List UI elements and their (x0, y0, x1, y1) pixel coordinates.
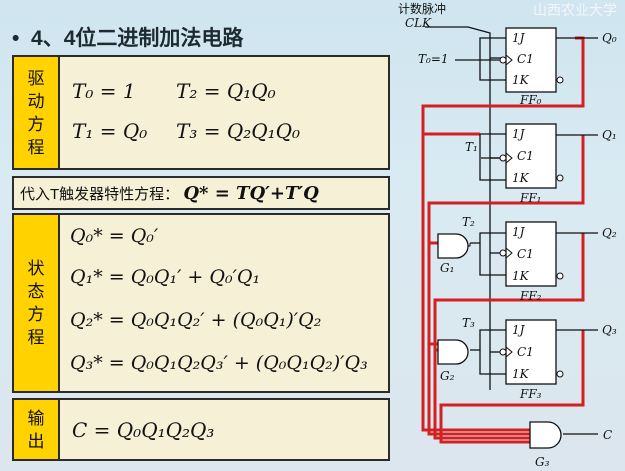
clock-wire (425, 26, 506, 390)
q2-output-label: Q₂ (602, 226, 617, 240)
output-equation-tag: 输 出 (14, 400, 60, 459)
drive-equations-tag: 驱 动 方 程 (14, 57, 60, 168)
tag-char: 出 (27, 431, 45, 451)
svg-text:C1: C1 (517, 247, 534, 261)
output-equation-panel: 输 出 C = Q₀Q₁Q₂Q₃ (12, 398, 390, 461)
svg-text:1J: 1J (512, 127, 526, 141)
tag-char: 状 (27, 259, 45, 278)
svg-text:1J: 1J (512, 323, 526, 337)
clock-label: CLK (405, 16, 432, 30)
tag-char: 程 (27, 137, 45, 157)
tag-char: 方 (27, 305, 45, 324)
drive-equation-t2: T₂ = Q₁Q₀ (176, 79, 276, 103)
q3-output-label: Q₃ (602, 323, 617, 337)
svg-text:1K: 1K (512, 73, 530, 87)
tag-char: 输 (27, 408, 45, 428)
t3-label: T₃ (462, 316, 475, 330)
g2-name: G₂ (440, 369, 455, 383)
g3-name: G₃ (535, 455, 550, 469)
ff2-name: FF₂ (519, 289, 542, 303)
svg-text:1K: 1K (512, 367, 530, 381)
tag-char: 动 (27, 91, 45, 111)
title-bullet: • (12, 27, 20, 50)
svg-text:C1: C1 (517, 345, 534, 359)
g1-name: G₁ (440, 261, 454, 275)
state-equations-panel: 状 态 方 程 Q₀* = Q₀′ Q₁* = Q₀Q₁′ + Q₀′Q₁ Q₂… (12, 213, 390, 393)
drive-equation-t1: T₁ = Q₀ (72, 119, 148, 143)
t2-label: T₂ (462, 215, 475, 229)
characteristic-equation: Q* = TQ′+T′Q (183, 183, 319, 204)
characteristic-equation-panel: 代入T触发器特性方程： Q* = TQ′+T′Q (12, 176, 390, 210)
svg-text:C1: C1 (517, 52, 534, 66)
state-equations-tag: 状 态 方 程 (14, 215, 60, 391)
and-gate-g3: G₃ (529, 421, 562, 469)
ff0-name: FF₀ (519, 93, 542, 107)
substitute-text: 代入T触发器特性方程： (20, 186, 180, 203)
q1-output-label: Q₁ (602, 128, 617, 142)
tag-char: 方 (27, 114, 45, 134)
drive-equation-t3: T₃ = Q₂Q₁Q₀ (176, 119, 301, 143)
clock-label-cn: 计数脉冲 (398, 1, 446, 16)
output-equation: C = Q₀Q₁Q₂Q₃ (72, 418, 215, 442)
svg-text:1K: 1K (512, 171, 530, 185)
drive-equation-t0: T₀ = 1 (72, 79, 136, 103)
state-equation-q2: Q₂* = Q₀Q₁Q₂′ + (Q₀Q₁)′Q₂ (70, 309, 322, 331)
state-equation-q0: Q₀* = Q₀′ (70, 225, 159, 247)
svg-text:1J: 1J (512, 31, 526, 45)
ff1-name: FF₁ (519, 191, 541, 205)
svg-text:C1: C1 (517, 149, 534, 163)
and-gate-g1: G₁ (437, 233, 471, 275)
watermark-text: 山西农业大学 (533, 2, 617, 18)
state-equation-q1: Q₁* = Q₀Q₁′ + Q₀′Q₁ (70, 266, 261, 288)
tag-char: 驱 (27, 68, 45, 88)
and-gate-g2: G₂ (437, 339, 469, 383)
slide-title: • 4、4位二进制加法电路 (12, 22, 243, 52)
t1-label: T₁ (465, 140, 478, 154)
flip-flop-ff3: 1J C1 1K FF₃ (499, 319, 564, 401)
tag-char: 态 (27, 282, 45, 301)
drive-equations-panel: 驱 动 方 程 T₀ = 1 T₂ = Q₁Q₀ T₁ = Q₀ T₃ = Q₂… (12, 55, 390, 170)
carry-output-label: C (603, 428, 612, 442)
state-equation-q3: Q₃* = Q₀Q₁Q₂Q₃′ + (Q₀Q₁Q₂)′Q₃ (70, 352, 368, 374)
svg-text:1K: 1K (512, 269, 530, 283)
tag-char: 程 (27, 328, 45, 347)
counter-circuit-diagram: 计数脉冲 CLK T₀=1 T₁ T₂ T₃ (398, 1, 617, 469)
ff3-name: FF₃ (519, 387, 542, 401)
q0-output-label: Q₀ (602, 31, 617, 45)
q-output-wires (556, 37, 598, 435)
flip-flop-ff2: 1J C1 1K FF₂ (499, 221, 564, 303)
title-text: 4、4位二进制加法电路 (31, 27, 244, 50)
t0-label: T₀=1 (418, 52, 449, 66)
flip-flop-ff1: 1J C1 1K FF₁ (499, 123, 564, 205)
svg-text:1J: 1J (512, 225, 526, 239)
t0-wire (455, 37, 506, 81)
flip-flop-ff0: 1J C1 1K FF₀ (499, 27, 564, 107)
characteristic-equation-text: 代入T触发器特性方程： Q* = TQ′+T′Q (20, 183, 319, 204)
